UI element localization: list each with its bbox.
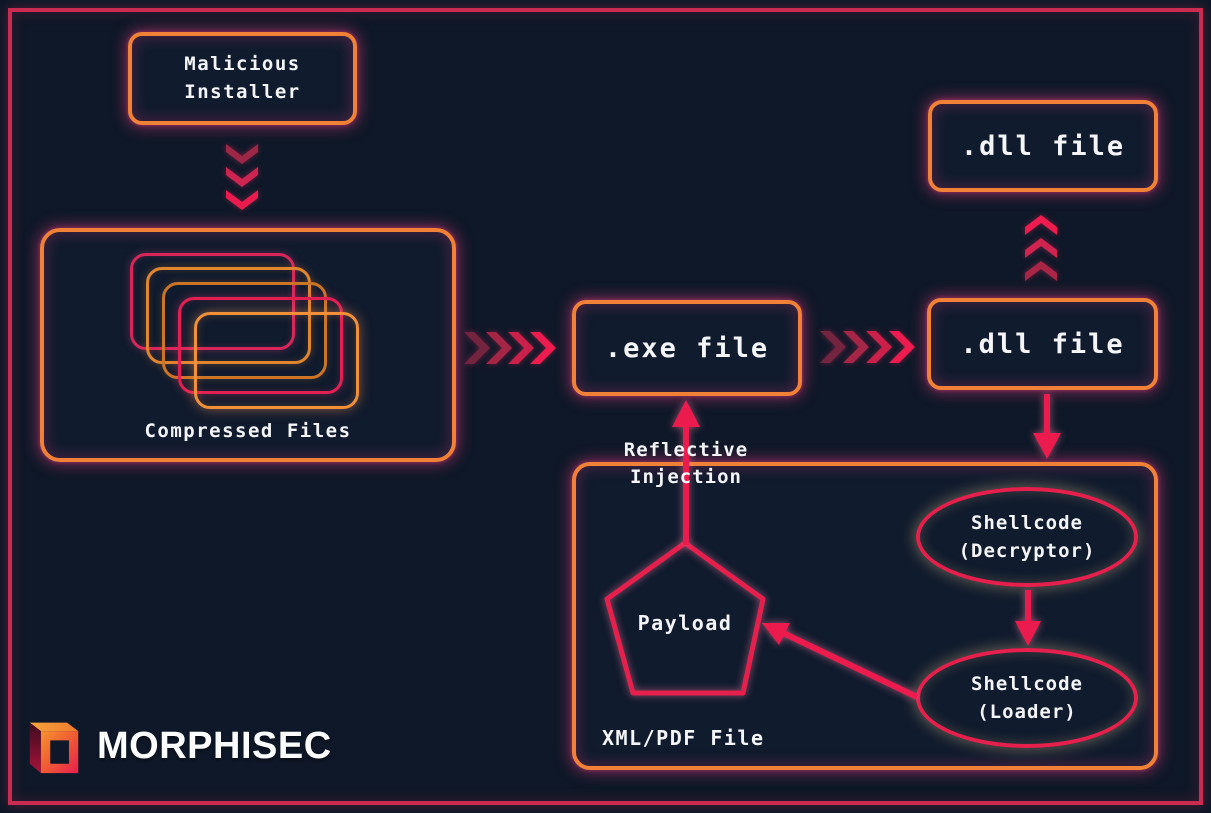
node-exe-file-label: .exe file	[604, 332, 770, 364]
morphisec-logo: MORPHISEC	[26, 714, 332, 778]
node-shellcode-loader: Shellcode (Loader)	[916, 648, 1138, 748]
node-shellcode-decryptor-label: Shellcode (Decryptor)	[958, 511, 1096, 563]
morphisec-cube-icon	[29, 722, 79, 774]
node-dll-file-bottom: .dll file	[927, 298, 1158, 390]
node-shellcode-loader-label: Shellcode (Loader)	[971, 672, 1083, 724]
node-dll-file-top-label: .dll file	[960, 130, 1126, 162]
node-exe-file: .exe file	[572, 300, 802, 396]
compressed-file-rect-3	[162, 282, 327, 379]
compressed-file-rect-4	[178, 297, 343, 394]
node-compressed-files: Compressed Files	[40, 228, 456, 462]
node-compressed-files-label: Compressed Files	[144, 420, 352, 442]
chevron-up-arrow-icon	[1025, 215, 1057, 281]
chevron-right-arrow-icon	[820, 331, 915, 363]
payload-label: Payload	[637, 611, 733, 635]
compressed-file-rect-2	[146, 267, 311, 364]
node-dll-file-top: .dll file	[928, 100, 1158, 192]
arrow-dll-to-container	[1033, 394, 1061, 459]
node-malicious-installer-label: Malicious Installer	[184, 52, 301, 103]
reflective-injection-label: Reflective Injection	[623, 439, 749, 488]
node-malicious-installer: Malicious Installer	[128, 32, 357, 125]
container-xml-pdf-file-label: XML/PDF File	[602, 726, 765, 750]
morphisec-wordmark: MORPHISEC	[97, 724, 332, 767]
compressed-file-rect-1	[130, 253, 295, 350]
chevron-down-arrow-icon	[226, 144, 258, 210]
compressed-file-rect-5	[194, 312, 359, 409]
node-dll-file-bottom-label: .dll file	[960, 328, 1125, 360]
node-shellcode-decryptor: Shellcode (Decryptor)	[916, 487, 1138, 587]
chevron-right-arrow-icon	[464, 332, 556, 364]
